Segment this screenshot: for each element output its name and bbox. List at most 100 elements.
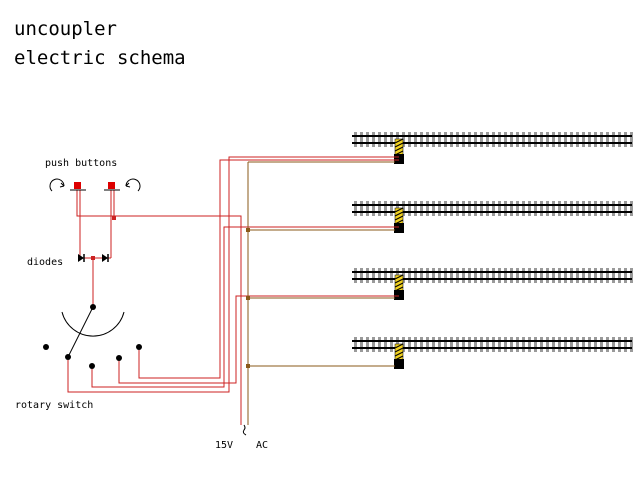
track-sleeper: [516, 132, 519, 147]
brown-wiring: [247, 161, 395, 425]
push-button-left[interactable]: [74, 182, 81, 189]
track-sleeper: [618, 201, 621, 216]
track-sleeper: [438, 132, 441, 147]
track-sleeper: [630, 268, 633, 283]
track-sleeper: [522, 337, 525, 352]
track-sleeper: [552, 132, 555, 147]
track-sleeper: [402, 337, 405, 352]
track-sleeper: [462, 268, 465, 283]
track-sleeper: [486, 201, 489, 216]
track-sleeper: [402, 201, 405, 216]
track-sleeper: [444, 132, 447, 147]
track-sleeper: [480, 132, 483, 147]
title-line-1: uncoupler: [14, 18, 117, 40]
track-sleeper: [630, 132, 633, 147]
track-sleeper: [384, 268, 387, 283]
track-sleeper: [456, 337, 459, 352]
track-sleeper: [366, 201, 369, 216]
track-sleeper: [588, 132, 591, 147]
track-sleeper: [390, 132, 393, 147]
track-rail-top: [352, 271, 632, 273]
track-sleeper: [630, 201, 633, 216]
track-sleeper: [432, 201, 435, 216]
track-2: [352, 201, 633, 233]
track-sleeper: [504, 132, 507, 147]
track-sleeper: [612, 132, 615, 147]
track-sleeper: [624, 337, 627, 352]
track-sleeper: [570, 132, 573, 147]
track-sleeper: [510, 337, 513, 352]
track-sleeper: [492, 337, 495, 352]
wire-track3-to-switch: [118, 295, 399, 384]
uncoupler-coil: [394, 290, 404, 300]
track-sleeper: [444, 201, 447, 216]
track-sleeper: [558, 201, 561, 216]
track-sleeper: [372, 132, 375, 147]
uncoupler-stripe: [394, 215, 404, 221]
track-sleeper: [612, 337, 615, 352]
track-sleeper: [540, 201, 543, 216]
track-sleeper: [606, 201, 609, 216]
power-terminal-symbol: [242, 424, 247, 436]
track-sleeper: [540, 132, 543, 147]
track-1: [352, 132, 633, 164]
track-sleeper: [354, 201, 357, 216]
track-sleeper: [552, 337, 555, 352]
track-sleeper: [408, 132, 411, 147]
track-sleeper: [570, 337, 573, 352]
track-sleeper: [492, 268, 495, 283]
track-sleeper: [528, 337, 531, 352]
push-button-right[interactable]: [108, 182, 115, 189]
track-sleeper: [456, 201, 459, 216]
track-sleeper: [552, 268, 555, 283]
track-sleeper: [414, 132, 417, 147]
track-sleeper: [378, 132, 381, 147]
track-sleeper: [360, 132, 363, 147]
track-sleeper: [540, 337, 543, 352]
track-sleeper: [498, 337, 501, 352]
track-sleeper: [528, 201, 531, 216]
track-sleeper: [420, 268, 423, 283]
track-sleeper: [432, 268, 435, 283]
track-sleeper: [558, 337, 561, 352]
track-sleeper: [588, 201, 591, 216]
track-rail-top: [352, 204, 632, 206]
track-sleeper: [426, 337, 429, 352]
track-sleeper: [402, 268, 405, 283]
rotary-switch-lever[interactable]: [67, 306, 94, 358]
track-sleeper: [432, 132, 435, 147]
uncoupler-stripe: [394, 351, 404, 357]
track-sleeper: [474, 337, 477, 352]
track-sleeper: [534, 337, 537, 352]
track-sleeper: [378, 337, 381, 352]
track-sleeper: [546, 132, 549, 147]
track-sleeper: [582, 201, 585, 216]
junction-node-track2: [246, 228, 250, 232]
uncoupler-stripe: [394, 211, 404, 217]
track-sleeper: [600, 132, 603, 147]
track-sleeper: [588, 337, 591, 352]
track-sleeper: [486, 337, 489, 352]
current-label: AC: [256, 440, 268, 451]
track-sleeper: [486, 268, 489, 283]
track-sleeper: [564, 337, 567, 352]
track-sleeper: [468, 337, 471, 352]
track-sleeper: [354, 268, 357, 283]
track-sleeper: [516, 201, 519, 216]
track-sleeper: [576, 337, 579, 352]
track-sleeper: [402, 132, 405, 147]
track-sleeper: [366, 132, 369, 147]
track-sleeper: [366, 337, 369, 352]
track-sleeper: [372, 201, 375, 216]
track-sleeper: [414, 268, 417, 283]
track-sleeper: [474, 201, 477, 216]
track-4: [352, 337, 633, 369]
track-sleeper: [354, 337, 357, 352]
track-sleeper: [546, 201, 549, 216]
track-sleeper: [480, 268, 483, 283]
track-sleeper: [462, 201, 465, 216]
voltage-label: 15V: [215, 440, 233, 451]
rotary-contact-3: [116, 355, 122, 361]
track-sleeper: [390, 337, 393, 352]
push-buttons: [49, 178, 141, 192]
